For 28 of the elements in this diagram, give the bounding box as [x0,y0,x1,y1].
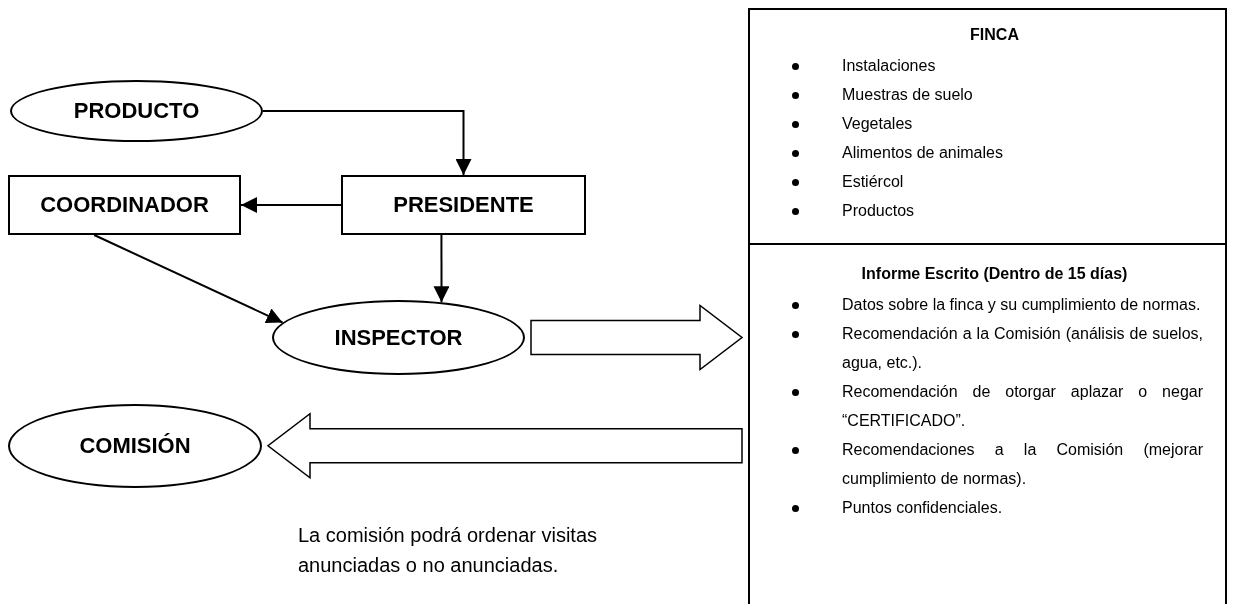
bullet-item: Recomendación de otorgar aplazar o negar “CERTIFICADO”. [786,377,1203,435]
bullet-item: Estiércol [786,167,1203,196]
node-label: COORDINADOR [40,192,209,218]
bullet-item: Vegetales [786,109,1203,138]
bullet-item: Recomendación a la Comisión (análisis de suelos, agua, etc.). [786,319,1203,377]
node-label: COMISIÓN [79,433,191,459]
note-text: La comisión podrá ordenar visitas anunciadas o no anunciadas. [298,523,599,578]
bullet-item: Productos [786,196,1203,225]
process-box [341,175,586,235]
bullet-item: Recomendaciones a la Comisión (mejorar cumplimiento de normas). [786,435,1203,493]
text-panel [748,8,1227,245]
arrow [240,197,342,213]
arrow [93,234,284,324]
node-label: INSPECTOR [334,324,463,351]
node-label: PRODUCTO [73,98,200,124]
bullet-item: Datos sobre la finca y su cumplimiento de normas. [786,290,1203,319]
bullet-item: Puntos confidenciales. [786,493,1203,522]
bullet-item: Muestras de suelo [786,80,1203,109]
text-panel [748,245,1227,604]
node-label: PRESIDENTE [393,192,534,218]
bullet-item: Instalaciones [786,51,1203,80]
block-arrow [266,412,743,480]
arrow [262,110,472,176]
process-box [8,175,241,235]
block-arrow [530,304,744,371]
panel-heading: FINCA [969,25,1020,45]
panel-heading: Informe Escrito (Dentro de 15 días) [860,264,1129,284]
bullet-item: Alimentos de animales [786,138,1203,167]
